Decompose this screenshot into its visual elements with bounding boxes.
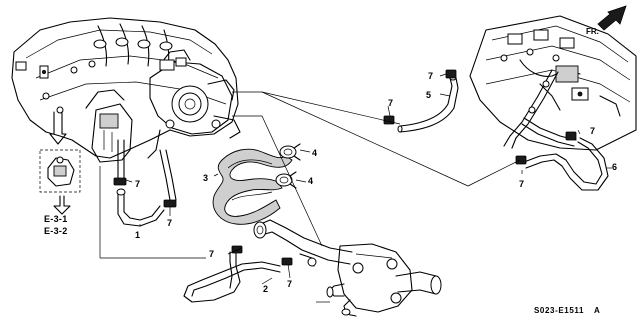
hose-3 — [212, 148, 293, 225]
reference-codes: E-3-1 E-3-2 — [44, 214, 68, 236]
drawing-suffix: A — [594, 306, 600, 315]
callout-7: 7 — [135, 179, 140, 189]
reference-code: E-3-1 — [44, 214, 68, 224]
clamp-4-lower — [275, 171, 297, 189]
callout-7: 7 — [209, 249, 214, 259]
callout-1: 1 — [135, 230, 140, 240]
engine-block — [469, 15, 637, 151]
callout-labels: 7 7 1 7 2 7 3 4 4 7 5 7 7 7 6 — [135, 71, 617, 294]
callout-7: 7 — [590, 126, 595, 136]
hose-1 — [116, 188, 165, 227]
callout-5: 5 — [426, 90, 431, 100]
callout-7: 7 — [388, 98, 393, 108]
callout-7: 7 — [519, 179, 524, 189]
callout-4: 4 — [312, 148, 317, 158]
drawing-number: S023-E1511 — [534, 306, 584, 315]
water-passage — [253, 219, 442, 317]
callout-4: 4 — [308, 176, 313, 186]
drawing-code: S023-E1511 A — [534, 306, 600, 315]
callout-3: 3 — [203, 173, 208, 183]
callout-7: 7 — [428, 71, 433, 81]
clamp-4-upper — [279, 143, 301, 161]
intake-manifold — [11, 17, 239, 163]
hose-2 — [183, 251, 281, 303]
callout-2: 2 — [263, 284, 268, 294]
callout-7: 7 — [167, 218, 172, 228]
hose-5 — [397, 75, 459, 133]
throttle-body — [147, 49, 241, 159]
clip-7 — [113, 69, 577, 266]
front-direction-marker: FR. — [586, 5, 627, 36]
hose-6 — [523, 137, 609, 191]
front-label: FR. — [586, 27, 599, 36]
callout-7: 7 — [287, 279, 292, 289]
inset-detail — [39, 111, 81, 215]
manifold-pipes — [117, 139, 177, 201]
callout-6: 6 — [612, 162, 617, 172]
leader-lines — [99, 73, 612, 303]
reference-code: E-3-2 — [44, 226, 68, 236]
